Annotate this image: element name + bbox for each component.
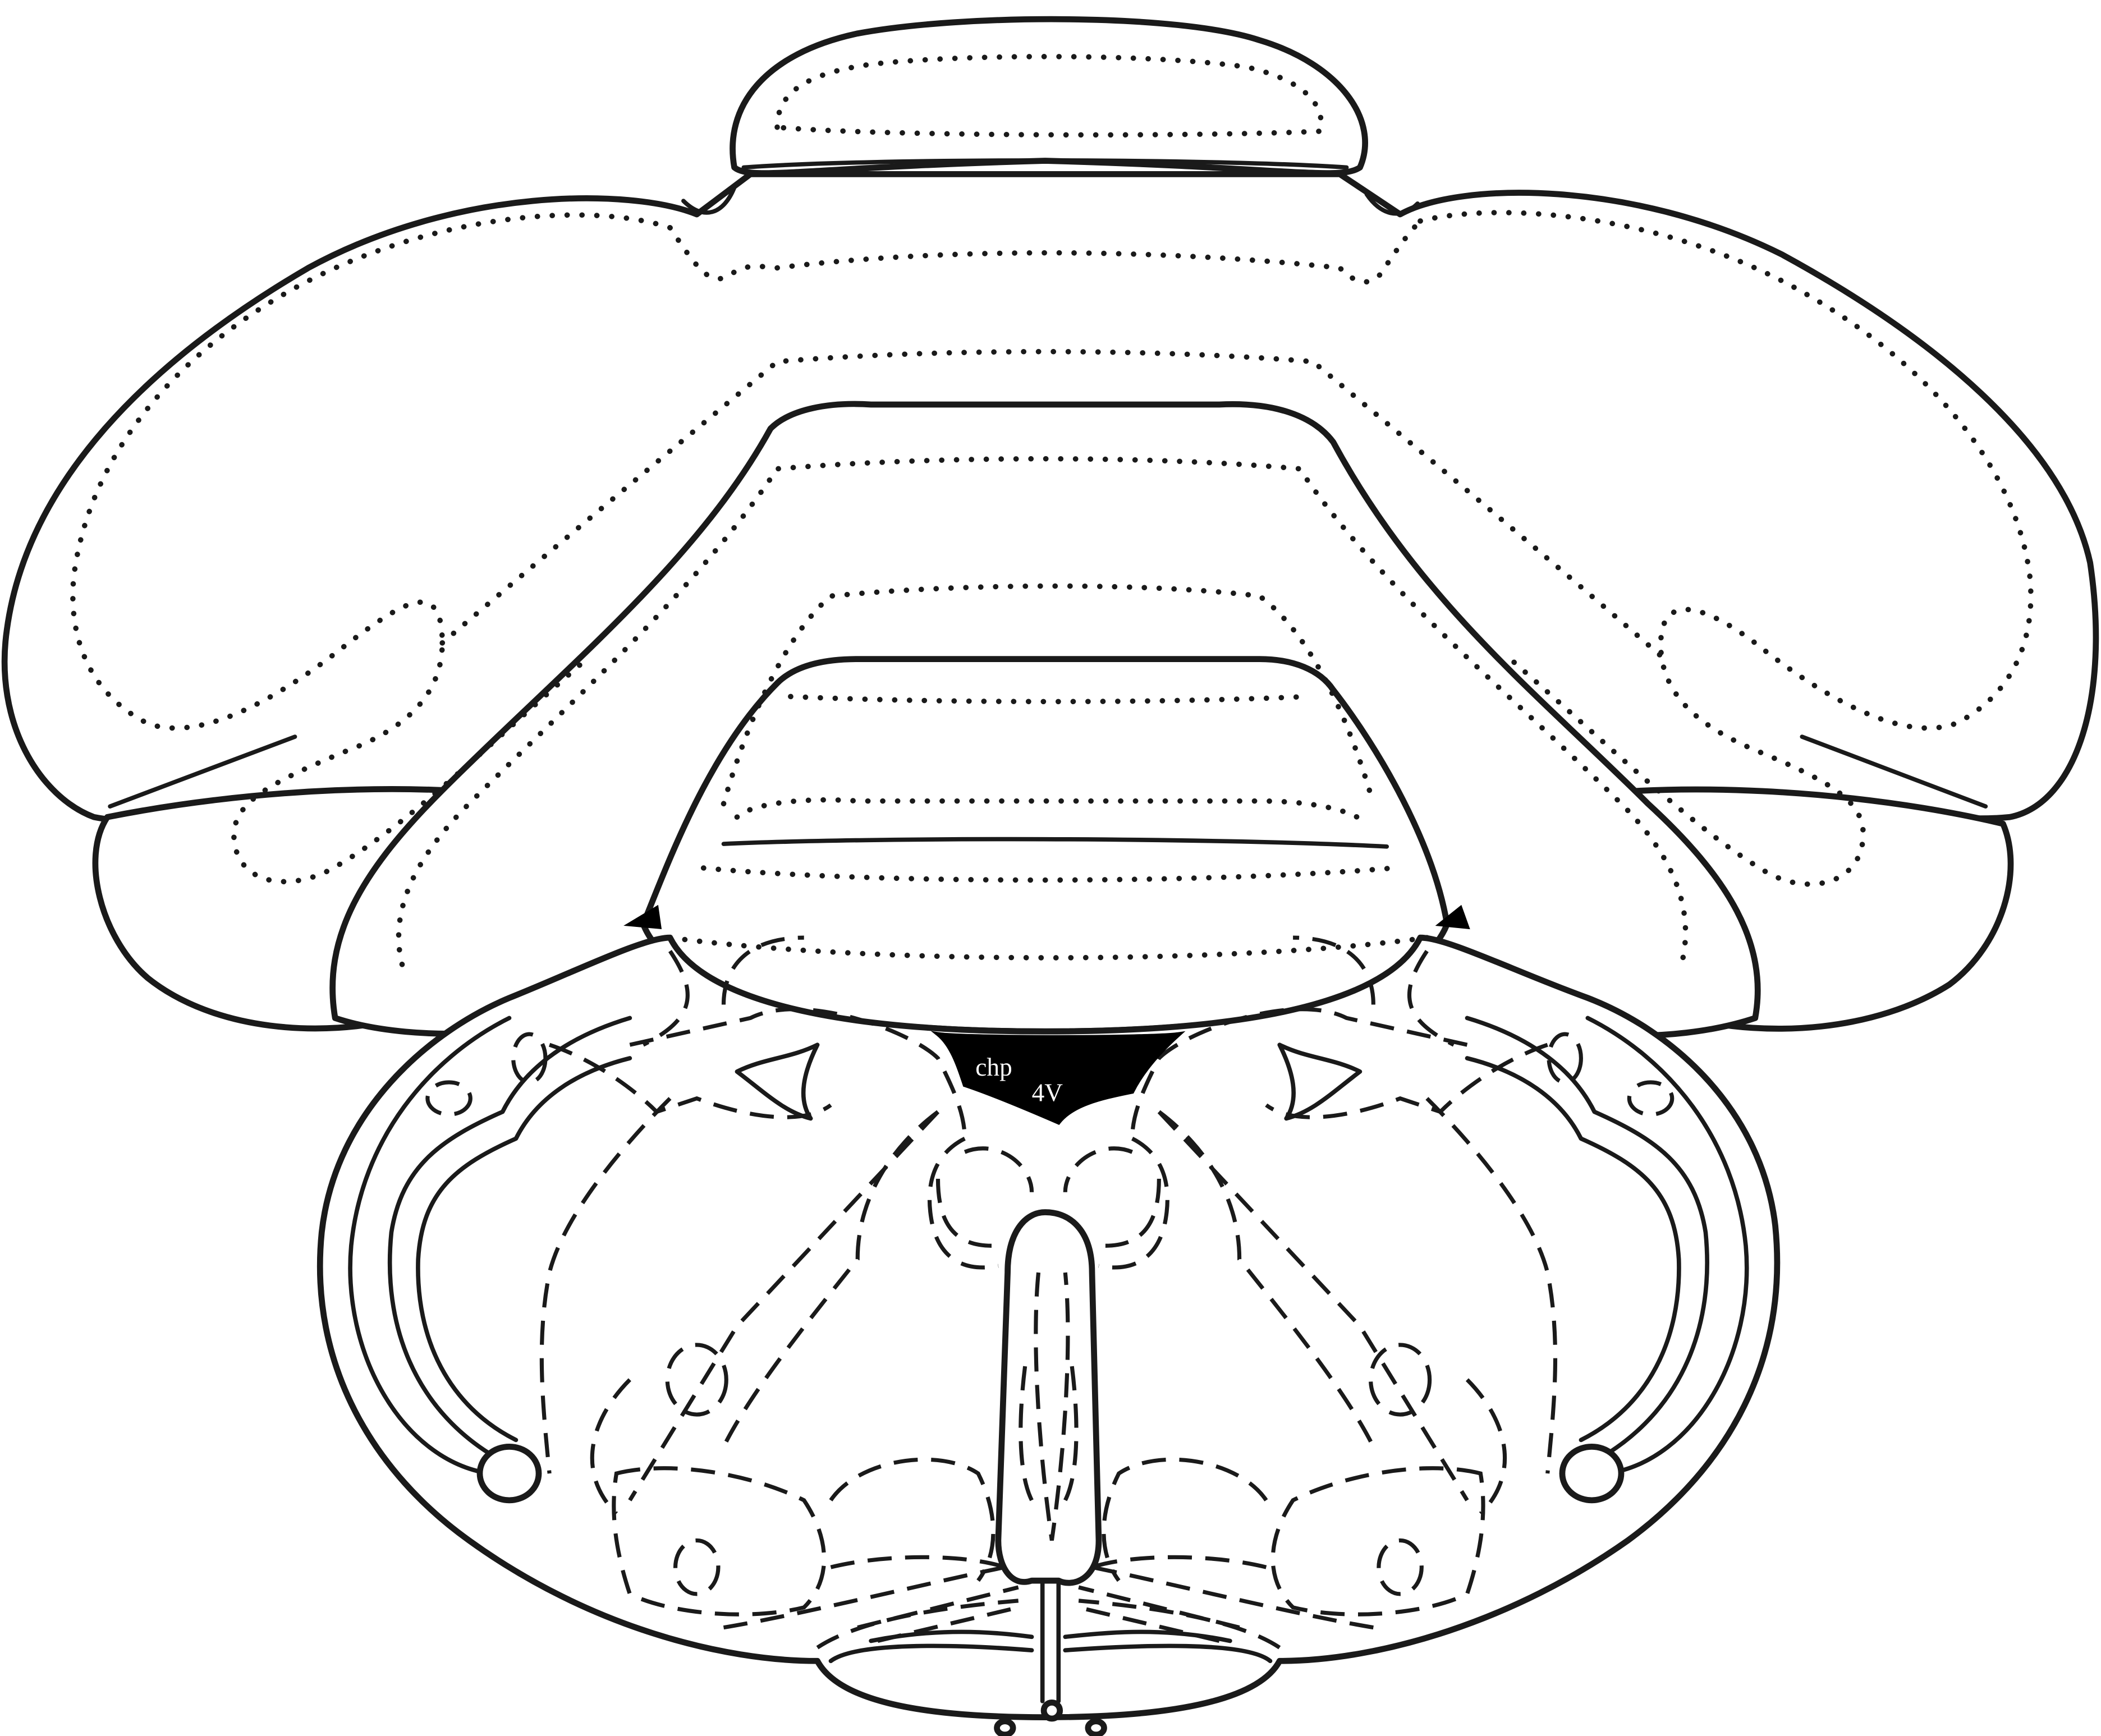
- cerebellum: [4, 19, 2096, 1036]
- label-4v: 4V: [1032, 1078, 1063, 1106]
- midline-node-2: [997, 1721, 1013, 1735]
- label-chp: chp: [975, 1053, 1012, 1081]
- median-raphe: [998, 1213, 1099, 1583]
- vermis-top-cap: [733, 19, 1365, 173]
- nodule-left: [480, 1446, 539, 1500]
- midline-node-3: [1088, 1721, 1104, 1735]
- nodule-right: [1562, 1446, 1621, 1500]
- midline-node-1: [1044, 1702, 1060, 1719]
